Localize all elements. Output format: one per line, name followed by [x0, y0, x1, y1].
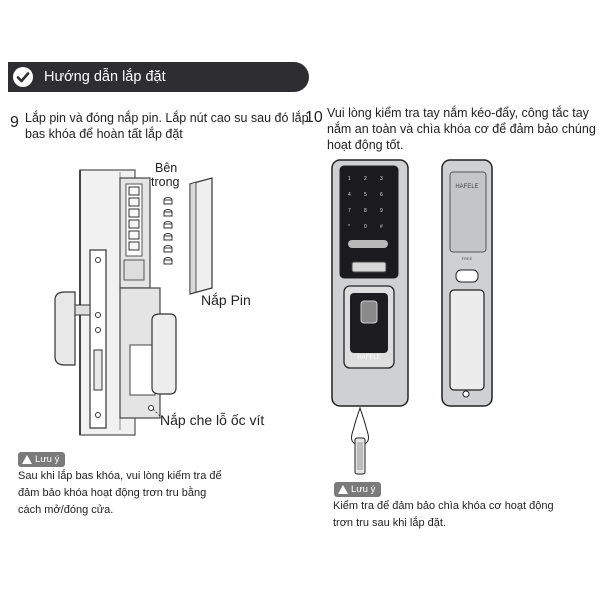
- step-9-number: 9: [10, 114, 19, 131]
- warning-icon: [338, 485, 348, 494]
- step-9-note-line2: đảm bảo khóa hoạt động trơn tru bằng: [18, 487, 207, 499]
- step-9-note-line3: cách mở/đóng cửa.: [18, 504, 114, 516]
- step-10-note-line2: trơn tru sau khi lắp đặt.: [333, 517, 446, 529]
- step-9-text-line1: Lắp pin và đóng nắp pin. Lắp nút cao su …: [25, 111, 309, 125]
- front-lock-illustration: 1 2 3 4 5 6 7 8 9 * 0 # HAFELE: [331, 159, 409, 475]
- step-10-text-line3: hoạt động tốt.: [327, 138, 404, 152]
- label-screw-cover: Nắp che lỗ ốc vít: [160, 412, 265, 428]
- svg-text:2: 2: [364, 176, 367, 182]
- svg-text:4: 4: [348, 192, 351, 198]
- svg-text:6: 6: [380, 192, 383, 198]
- step-10-note-badge-label: Lưu ý: [351, 484, 376, 495]
- svg-text:HAFELE: HAFELE: [455, 184, 478, 190]
- step-9-note-badge-label: Lưu ý: [35, 454, 60, 465]
- step-9-illustration: [54, 169, 213, 436]
- label-inside-2: trong: [151, 175, 180, 189]
- step-10-note-line1: Kiểm tra để đảm bảo chìa khóa cơ hoạt độ…: [333, 500, 554, 512]
- svg-text:3: 3: [380, 176, 383, 182]
- svg-text:1: 1: [348, 176, 351, 182]
- svg-text:9: 9: [380, 208, 383, 214]
- svg-text:0: 0: [364, 224, 367, 230]
- back-lock-illustration: HAFELE FREE: [441, 159, 493, 407]
- svg-text:FREE: FREE: [462, 256, 473, 261]
- svg-text:HAFELE: HAFELE: [357, 355, 380, 361]
- section-banner: [8, 62, 309, 92]
- svg-text:*: *: [348, 224, 350, 230]
- check-circle-icon: [13, 67, 33, 87]
- section-title: Hướng dẫn lắp đặt: [44, 69, 166, 85]
- step-9-text-line2: bas khóa để hoàn tất lắp đặt: [25, 127, 183, 141]
- step-9-note-line1: Sau khi lắp bas khóa, vui lòng kiểm tra …: [18, 470, 222, 482]
- step-10-text-line1: Vui lòng kiểm tra tay nắm kéo-đẩy, công …: [327, 106, 589, 120]
- warning-icon: [22, 455, 32, 464]
- svg-text:7: 7: [348, 208, 351, 214]
- svg-text:8: 8: [364, 208, 367, 214]
- step-10-note-badge: Lưu ý: [334, 482, 382, 497]
- svg-text:5: 5: [364, 192, 367, 198]
- label-battery-cover: Nắp Pin: [201, 292, 251, 308]
- step-9-note-badge: Lưu ý: [18, 452, 66, 467]
- label-inside-1: Bên: [155, 161, 178, 175]
- step-10-number: 10: [305, 109, 323, 126]
- svg-text:#: #: [380, 224, 383, 230]
- step-10-text-line2: nắm an toàn và chìa khóa cơ để đảm bảo c…: [327, 122, 596, 136]
